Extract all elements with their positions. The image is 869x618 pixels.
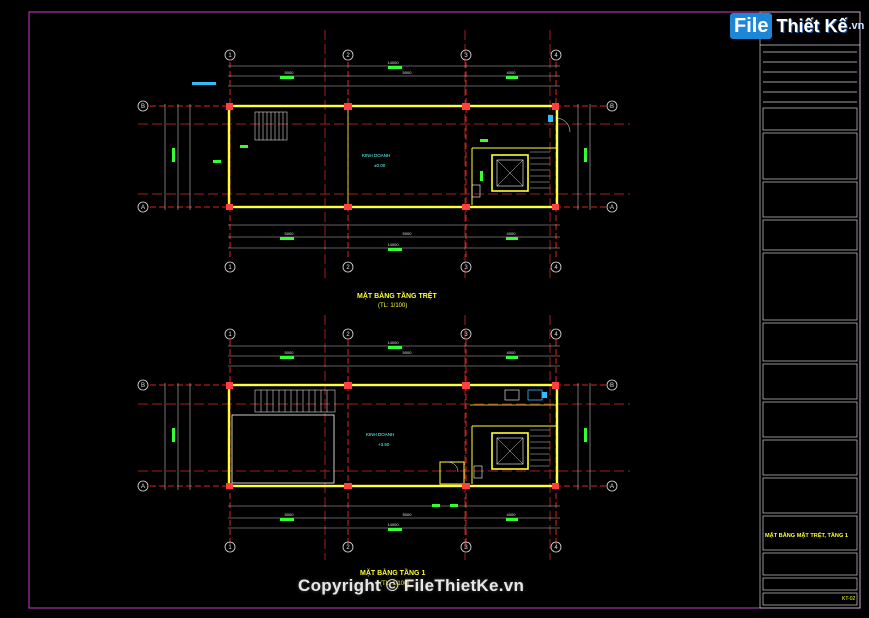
axis-label: 4	[554, 545, 558, 551]
axis-label: 3	[464, 265, 468, 271]
sheet-title: MẶT BẰNG MẶT TRỆT, TẦNG 1	[765, 533, 848, 539]
sheet-number: KT-02	[842, 596, 856, 602]
axis-label: 1	[228, 332, 232, 338]
copyright-watermark: Copyright © FileThietKe.vn	[298, 576, 525, 595]
svg-text:5000: 5000	[403, 512, 413, 517]
room-label: KINH DOANH	[366, 432, 394, 437]
title-block	[759, 11, 861, 609]
fixture	[548, 115, 553, 122]
plan-ground-floor	[137, 30, 630, 280]
svg-text:4000: 4000	[507, 512, 517, 517]
axis-label: 3	[464, 545, 468, 551]
walls-2	[227, 383, 559, 488]
svg-text:5000: 5000	[403, 350, 413, 355]
logo-brand-text: Thiết Kế	[776, 15, 848, 36]
axis-label: B	[141, 104, 145, 110]
axis-label: 1	[228, 53, 232, 59]
axis-label: 2	[346, 265, 350, 271]
dimension-ticks-2	[172, 346, 587, 531]
axis-label: 4	[554, 53, 558, 59]
door-swing-2	[447, 461, 459, 473]
axis-bubble-labels: 1 2 3 4 1 2 3 4 B A B A 1 2 3 4 1 2 3 4 …	[141, 53, 614, 551]
stair-right	[491, 151, 550, 192]
room-level: ±0.00	[374, 163, 386, 168]
wc-fixture-2	[473, 465, 483, 479]
logo-file-text: File	[730, 13, 773, 39]
svg-text:14000: 14000	[387, 340, 399, 345]
svg-text:5000: 5000	[285, 70, 295, 75]
svg-text:5000: 5000	[403, 231, 413, 236]
section-mark	[192, 82, 216, 85]
dimension-ticks	[172, 66, 587, 251]
svg-text:4000: 4000	[507, 70, 517, 75]
axis-label: A	[141, 205, 145, 211]
plan2-title: MẶT BẰNG TẦNG 1	[360, 570, 426, 577]
svg-text:5000: 5000	[285, 231, 295, 236]
axis-label: 3	[464, 332, 468, 338]
wc-fixture	[471, 184, 481, 198]
plan1-scale: (TL: 1/100)	[378, 303, 408, 309]
dimension-numbers: 5000 5000 4000 14000 5000 5000 4000 1400…	[285, 60, 517, 527]
axis-bubbles	[137, 49, 618, 273]
plan1-title: MẶT BẰNG TẦNG TRỆT	[357, 293, 437, 300]
stair-right-2	[491, 429, 550, 470]
sheet-frame	[28, 11, 861, 609]
axis-label: 3	[464, 53, 468, 59]
axis-label: 2	[346, 53, 350, 59]
axis-label: A	[610, 484, 614, 490]
svg-text:5000: 5000	[403, 70, 413, 75]
room-labels: KINH DOANH ±0.00 KINH DOANH +3.50	[362, 153, 394, 447]
svg-text:14000: 14000	[387, 522, 399, 527]
kitchen-fixtures	[504, 389, 547, 401]
axis-label: 1	[228, 265, 232, 271]
axis-label: 1	[228, 545, 232, 551]
axis-label: B	[141, 383, 145, 389]
axis-label: B	[610, 104, 614, 110]
axis-label: 2	[346, 545, 350, 551]
axis-label: B	[610, 383, 614, 389]
svg-text:14000: 14000	[387, 242, 399, 247]
site-logo: File Thiết Kế .vn	[730, 12, 864, 40]
svg-text:4000: 4000	[507, 231, 517, 236]
axis-label: 2	[346, 332, 350, 338]
columns-2	[226, 382, 559, 489]
stair-left	[254, 111, 288, 141]
axis-label: A	[610, 205, 614, 211]
axis-label: 4	[554, 265, 558, 271]
walls	[227, 104, 559, 209]
door-swing	[555, 117, 571, 133]
stair-left-2	[254, 389, 336, 413]
room-level: +3.50	[378, 442, 390, 447]
svg-text:14000: 14000	[387, 60, 399, 65]
axis-bubbles-2	[137, 328, 618, 553]
room-label: KINH DOANH	[362, 153, 390, 158]
plan-first-floor	[137, 315, 630, 560]
plan2-scale: (TL: 1/100)	[380, 581, 410, 587]
svg-text:5000: 5000	[285, 350, 295, 355]
axis-label: A	[141, 484, 145, 490]
svg-text:5000: 5000	[285, 512, 295, 517]
svg-text:4000: 4000	[507, 350, 517, 355]
logo-domain-text: .vn	[848, 20, 865, 32]
columns	[226, 103, 559, 210]
axis-label: 4	[554, 332, 558, 338]
